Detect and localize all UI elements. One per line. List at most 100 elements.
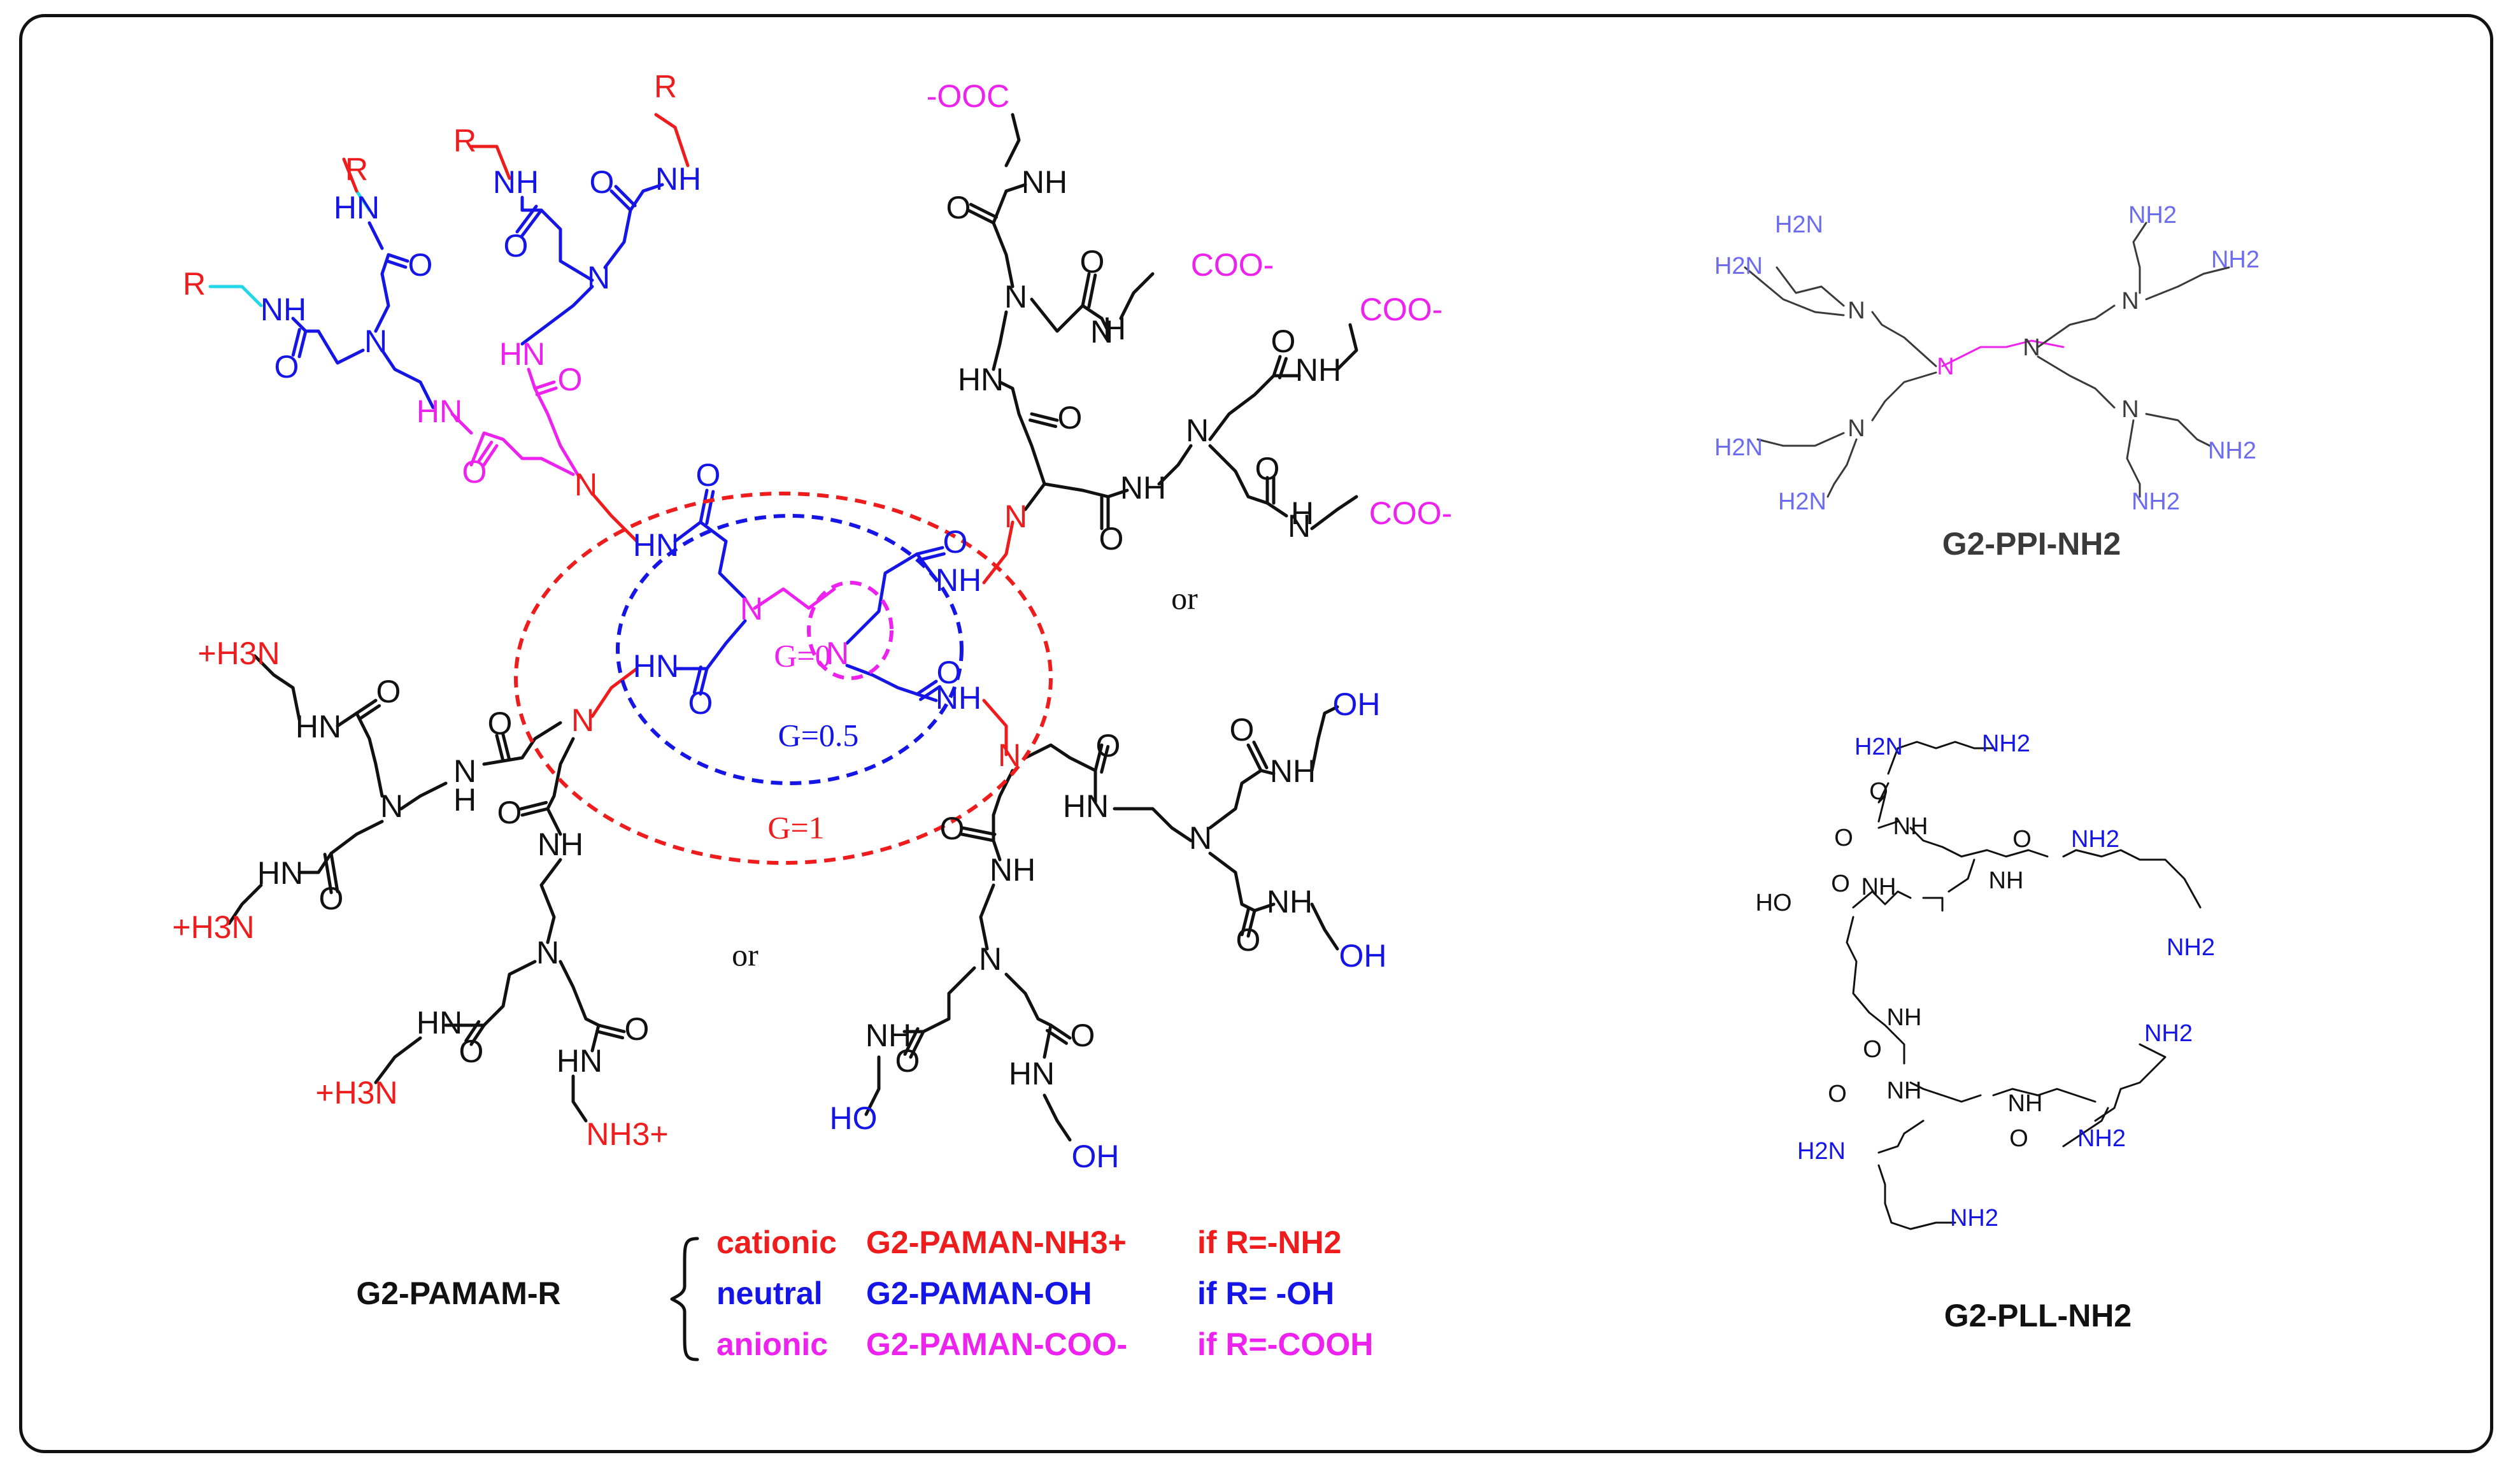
oxygen-label: O [1230, 712, 1255, 748]
oxygen-label: O [937, 655, 962, 690]
pll-amine-label: NH2 [2167, 934, 2215, 961]
carbonyl-bond [291, 328, 301, 357]
or-label: or [1171, 580, 1198, 616]
pll-amine-label: H2N [1797, 1138, 1846, 1165]
pll-bond [1909, 827, 1963, 858]
carbonyl-bond [1246, 743, 1263, 772]
arm-bond [1208, 374, 1276, 441]
ppi-bond [1871, 371, 1937, 422]
ppi-nitrogen: N [2121, 396, 2139, 423]
tertiary-nitrogen: N [1186, 413, 1209, 448]
arm-bond [367, 221, 384, 250]
ppi-nitrogen: N [1847, 297, 1865, 324]
oxygen-label: O [459, 1034, 484, 1069]
carbonyl-bond [1100, 744, 1110, 774]
ppi-core-nitrogen: N [2023, 334, 2040, 361]
ppi-bond [1871, 311, 1937, 367]
branch-nitrogen-upper-left: N [574, 467, 597, 502]
arm-bond [1100, 316, 1110, 333]
ppi-nitrogen: N [2121, 288, 2139, 315]
carbonyl-bond [323, 853, 333, 895]
ppi-amine-label: NH2 [2132, 488, 2180, 515]
pll-bond [1846, 916, 1905, 1065]
legend-name-anionic: G2-PAMAN-COO- [866, 1326, 1127, 1362]
tertiary-nitrogen: N [364, 323, 387, 359]
carbonyl-bond [909, 1030, 925, 1059]
pll-amide-label: NH [1989, 867, 2024, 894]
ammonium-label: +H3N [172, 909, 254, 945]
arm-bond [1265, 501, 1288, 518]
oxygen-label: O [376, 674, 401, 709]
arm-bond [1310, 495, 1358, 530]
arm-bond [399, 781, 448, 811]
pll-amine-label: NH2 [2071, 826, 2119, 853]
arm-bond [1208, 851, 1256, 913]
arm-bond [915, 692, 938, 702]
ppi-bond [2126, 419, 2141, 498]
oxygen-label: O [940, 811, 965, 846]
pll-oxygen-label: O [1863, 1036, 1882, 1063]
oxygen-label: O [943, 524, 968, 560]
pll-oxygen-label: O [2012, 826, 2032, 853]
carbonyl-bond [519, 800, 548, 811]
amide-nitrogen: N [1288, 508, 1311, 544]
oxygen-label: O [946, 190, 971, 225]
amide-nh-label: NH [260, 292, 306, 327]
pll-title: G2-PLL-NH2 [1944, 1298, 2132, 1333]
linker-bond [590, 492, 639, 543]
amide-hn-label: HN [557, 1043, 602, 1079]
arm-bond [253, 654, 301, 721]
linker-bond [982, 699, 1008, 757]
pll-bond [1877, 1164, 1956, 1230]
carbonyl-bond [1272, 355, 1282, 378]
legend-cond-neutral: if R= -OH [1197, 1276, 1334, 1311]
r-arm-bond [469, 145, 511, 180]
arm-bond [1335, 323, 1358, 371]
pll-bond [1852, 890, 1912, 909]
hydroxyl-label: OH [1339, 938, 1387, 974]
amide-hn-label: HN [334, 190, 380, 225]
arm-bond [590, 1023, 601, 1053]
arm-bond [304, 329, 365, 365]
label-g0: G=0 [774, 637, 830, 673]
pll-oxygen-label: O [1831, 871, 1850, 897]
pll-bond [1960, 849, 2049, 858]
pll-bond [1909, 1081, 1982, 1103]
amide-hn-label: HN [958, 362, 1004, 397]
carbonyl-bond [387, 253, 409, 263]
pll-amine-label: NH2 [2144, 1020, 2193, 1047]
oxygen-label: O [1099, 521, 1124, 557]
carbonyl-bond [520, 807, 550, 817]
amide-nitrogen: N [1090, 314, 1113, 350]
ppi-amine-label: NH2 [2208, 437, 2256, 464]
amide-hn-label: HN [633, 648, 679, 684]
carbonyl-bond [609, 189, 632, 212]
ppi-bond [2145, 413, 2211, 447]
ppi-bond [1756, 432, 1845, 447]
pll-oxygen-label: O [1828, 1081, 1847, 1107]
r-arm-bond [342, 157, 359, 193]
oxygen-label: O [274, 349, 299, 385]
oxygen-label: O [462, 454, 487, 490]
arm-bond [992, 769, 1014, 842]
carbonyl-bond [477, 440, 494, 463]
oxygen-label: O [688, 685, 713, 721]
oxygen-label: O [558, 362, 583, 397]
hydroxyl-label: HO [830, 1100, 878, 1136]
amide-nitrogen: N [453, 753, 476, 789]
carbonyl-bond [533, 380, 556, 390]
branch-nitrogen-upper-right: N [1004, 499, 1027, 534]
ppi-nitrogen: N [1847, 415, 1865, 442]
pll-bond [1922, 897, 1944, 912]
carbonyl-bond [1087, 273, 1097, 309]
legend-name-neutral: G2-PAMAN-OH [866, 1276, 1092, 1311]
brace-icon [670, 1237, 699, 1361]
pll-bond [1947, 858, 1975, 893]
r-group-label: R [183, 266, 206, 302]
oxygen-label: O [488, 706, 513, 741]
pll-bond [1877, 1119, 1925, 1154]
carbonyl-bond [699, 488, 709, 524]
arm-bond [1011, 387, 1046, 511]
oxygen-label: O [1058, 400, 1083, 436]
pll-bond [1877, 820, 1899, 829]
